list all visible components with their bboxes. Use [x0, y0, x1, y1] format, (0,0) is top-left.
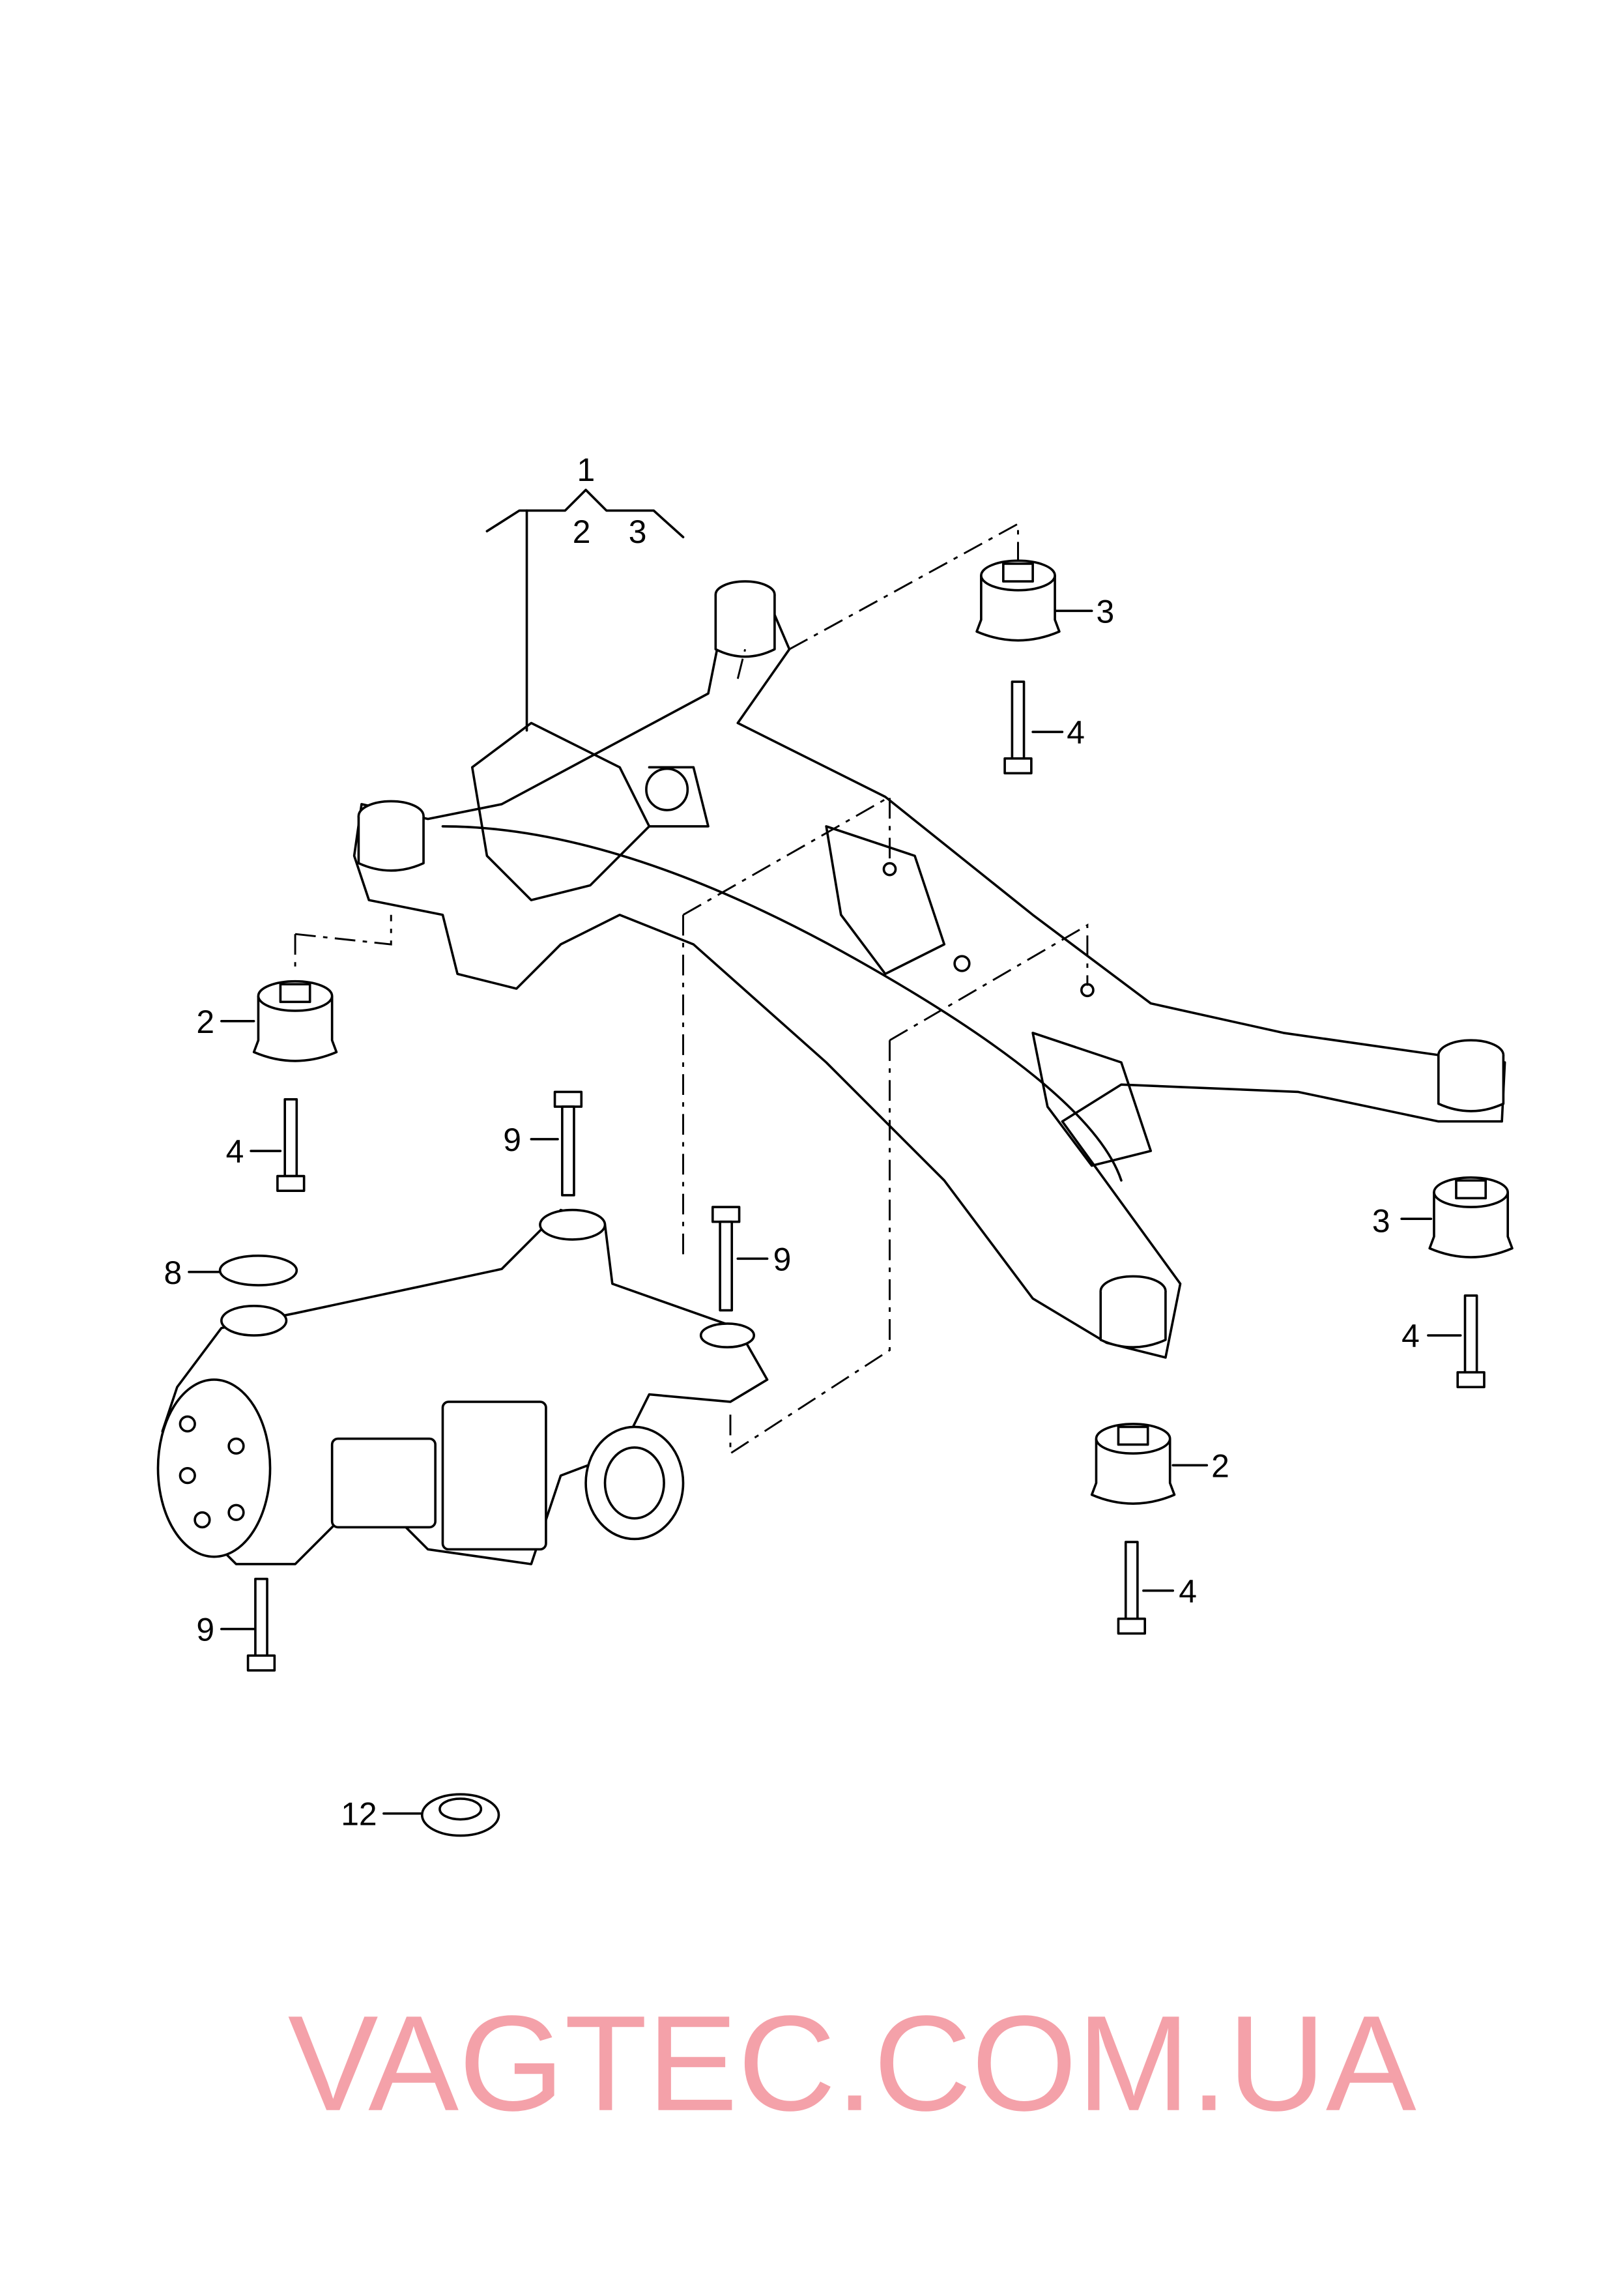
- callout-2-right: 2: [1211, 1447, 1229, 1484]
- callout-9-right: 9: [773, 1241, 792, 1277]
- callout-4-right: 4: [1401, 1318, 1420, 1354]
- callout-3-top: 3: [1096, 593, 1114, 630]
- callout-9-top: 9: [503, 1122, 521, 1158]
- callout-1-2: 2: [573, 514, 591, 550]
- watermark: VAGTEC.COM.UA: [288, 1988, 1416, 2140]
- callout-4-left: 4: [226, 1133, 244, 1170]
- callout-2-left: 2: [196, 1004, 214, 1040]
- callout-1-3: 3: [629, 514, 647, 550]
- leader-lines: [188, 488, 1462, 1815]
- callout-1: 1: [577, 452, 596, 488]
- assembly-guide-lines: [294, 522, 1089, 1455]
- rear-differential: [156, 1208, 769, 1565]
- bushings: [252, 559, 1514, 1505]
- callout-4-top: 4: [1067, 714, 1085, 751]
- callout-8: 8: [164, 1255, 182, 1291]
- callout-labels: 1 2 3 3 4 2 4 9 8 9 3 4 2 4 9 12: [164, 452, 1420, 1833]
- diff-cap-part: [218, 1254, 298, 1286]
- clip-part-12: [420, 1793, 500, 1837]
- callout-4-bottom: 4: [1179, 1573, 1197, 1610]
- rear-subframe: [352, 580, 1506, 1359]
- bolts: [246, 680, 1486, 1672]
- callout-12: 12: [341, 1796, 377, 1833]
- callout-3-right: 3: [1372, 1203, 1390, 1240]
- callout-9-bottom: 9: [196, 1612, 214, 1648]
